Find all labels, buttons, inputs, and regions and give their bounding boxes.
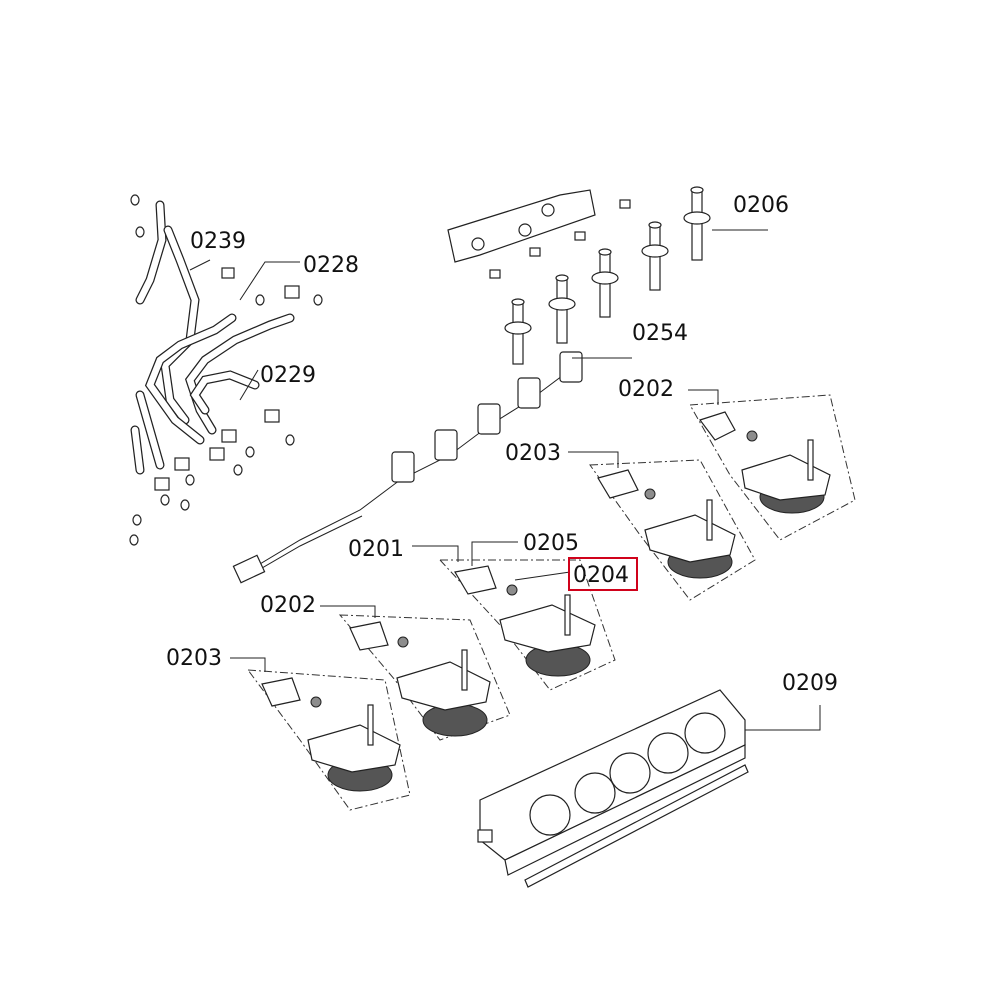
- callout-0201: 0201: [348, 537, 404, 562]
- callout-labels: 0206 0239 0228 0229 0254 0202 0203 0201 …: [166, 193, 838, 731]
- callout-0209: 0209: [782, 671, 838, 696]
- burner-base-tray: [477, 689, 749, 888]
- callout-0203-bottom: 0203: [166, 646, 222, 671]
- callout-0202-bottom: 0202: [260, 593, 316, 618]
- callout-0205: 0205: [523, 531, 579, 556]
- callout-0228: 0228: [303, 253, 359, 278]
- control-panel-strip: [447, 189, 631, 279]
- callout-0229: 0229: [260, 363, 316, 388]
- valve-group-0202-top: [689, 394, 856, 541]
- highlight-box-0204: [568, 557, 638, 591]
- ignition-harness: [232, 351, 583, 584]
- valve-group-0203-bottom: [246, 669, 411, 811]
- callout-0202-top: 0202: [618, 377, 674, 402]
- knob-shafts: [504, 186, 711, 365]
- gas-pipe-assembly: [129, 194, 323, 546]
- callout-0203-top: 0203: [505, 441, 561, 466]
- callout-0206: 0206: [733, 193, 789, 218]
- valve-group-0201-highlighted: [438, 559, 616, 691]
- callout-0239: 0239: [190, 229, 246, 254]
- callout-0254: 0254: [632, 321, 688, 346]
- valve-group-0203-top: [589, 459, 756, 601]
- callout-0204: 0204: [573, 563, 629, 588]
- valve-group-0202-bottom: [338, 614, 511, 741]
